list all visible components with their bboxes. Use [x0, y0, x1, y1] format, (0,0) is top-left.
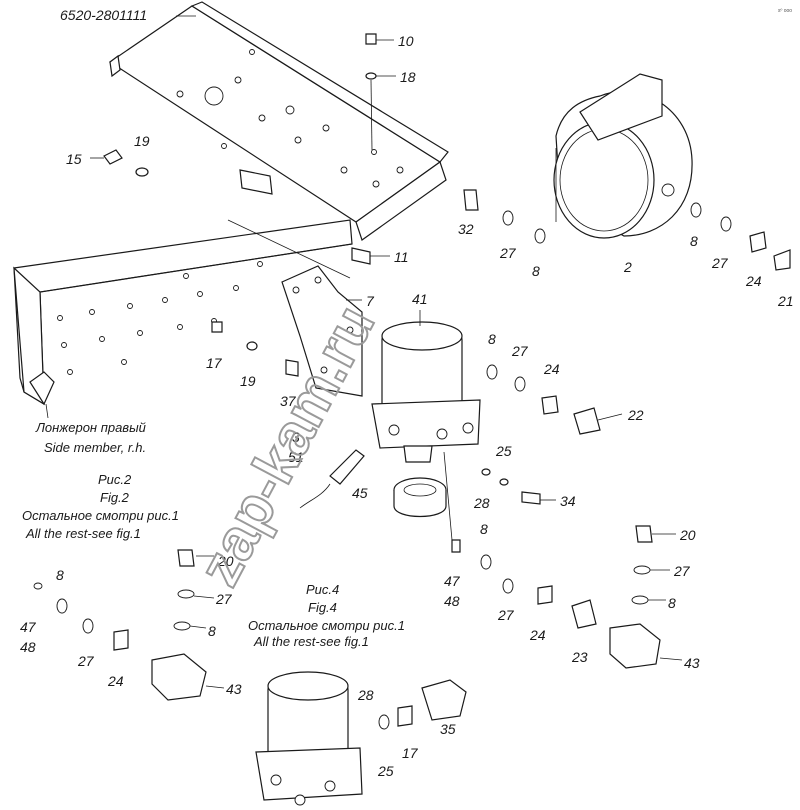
callout-24: 24 [745, 273, 762, 289]
frame-label-ru: Лонжерон правый [35, 420, 146, 435]
callout-48: 48 [444, 593, 460, 609]
callout-8: 8 [488, 331, 496, 347]
heater-element [393, 477, 447, 517]
watermark-text: zap-kam.ru [186, 295, 387, 596]
electrical-connector [299, 449, 365, 509]
fig4-title-en: Fig.4 [308, 600, 337, 615]
callout-8: 8 [690, 233, 698, 249]
callout-20: 20 [217, 553, 234, 569]
callout-43: 43 [226, 681, 242, 697]
callout-51: 51 [288, 449, 304, 465]
fig2-title-ru: Рис.2 [98, 472, 132, 487]
callout-15: 15 [66, 151, 82, 167]
callout-47: 47 [20, 619, 37, 635]
fig2-title-en: Fig.2 [100, 490, 130, 505]
callout-20: 20 [679, 527, 696, 543]
frame-label-en: Side member, r.h. [44, 440, 146, 455]
callout-8: 8 [668, 595, 676, 611]
callout-32: 32 [458, 221, 474, 237]
callout-24: 24 [107, 673, 124, 689]
callout-35: 35 [440, 721, 456, 737]
callout-25: 25 [495, 443, 512, 459]
callout-48: 48 [20, 639, 36, 655]
fig4-note-en: All the rest-see fig.1 [253, 634, 369, 649]
callout-47: 47 [444, 573, 461, 589]
corner-mark: sº ooo [778, 8, 792, 14]
callout-22: 22 [627, 407, 644, 423]
fig4-title-ru: Рис.4 [306, 582, 339, 597]
callout-45: 45 [352, 485, 368, 501]
callout-17: 17 [206, 355, 223, 371]
callout-34: 34 [560, 493, 576, 509]
side-member-frame [13, 219, 353, 406]
air-receiver-tank [553, 73, 693, 239]
callout-17: 17 [402, 745, 419, 761]
callout-41: 41 [412, 291, 428, 307]
callout-27: 27 [77, 653, 95, 669]
callout-43: 43 [684, 655, 700, 671]
callout-27: 27 [673, 563, 691, 579]
callout-3: 3 [292, 429, 300, 445]
callout-8: 8 [208, 623, 216, 639]
callout-18: 18 [400, 69, 416, 85]
callout-8: 8 [56, 567, 64, 583]
callout-27: 27 [711, 255, 729, 271]
fig4-note-ru: Остальное смотри рис.1 [248, 618, 405, 633]
callout-37: 37 [280, 393, 297, 409]
callout-24: 24 [543, 361, 560, 377]
callout-19: 19 [240, 373, 256, 389]
callout-28: 28 [357, 687, 374, 703]
fig2-note-en: All the rest-see fig.1 [25, 526, 141, 541]
callout-2: 2 [623, 259, 632, 275]
air-dryer-unit-fig4 [255, 671, 363, 806]
callout-8: 8 [532, 263, 540, 279]
callout-21: 21 [777, 293, 794, 309]
part-number-label: 6520-2801111 [60, 7, 147, 23]
callout-23: 23 [571, 649, 588, 665]
callout-11: 11 [394, 249, 409, 265]
fitting-parts [33, 33, 791, 730]
callout-28: 28 [473, 495, 490, 511]
callout-19: 19 [134, 133, 150, 149]
bracket-plate [281, 265, 363, 397]
callout-27: 27 [497, 607, 515, 623]
air-dryer-unit [371, 321, 481, 463]
callout-10: 10 [398, 33, 414, 49]
leader-lines [45, 15, 683, 689]
callout-27: 27 [511, 343, 529, 359]
callout-8: 8 [480, 521, 488, 537]
callout-27: 27 [215, 591, 233, 607]
callout-7: 7 [366, 293, 375, 309]
callout-27: 27 [499, 245, 517, 261]
mounting-bracket [108, 1, 449, 241]
callout-25: 25 [377, 763, 394, 779]
fig2-note-ru: Остальное смотри рис.1 [22, 508, 179, 523]
callout-24: 24 [529, 627, 546, 643]
